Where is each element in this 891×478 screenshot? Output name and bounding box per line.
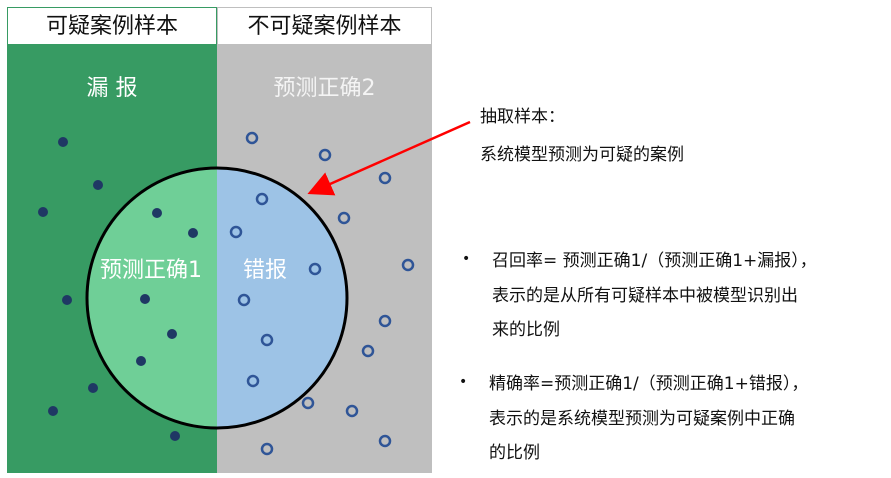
suspicious-sample-dot [93, 180, 103, 190]
suspicious-sample-dot [62, 295, 72, 305]
suspicious-sample-dot [188, 228, 198, 238]
non-suspicious-sample-ring [301, 396, 315, 410]
non-suspicious-sample-ring [308, 262, 322, 276]
suspicious-sample-dot [167, 329, 177, 339]
suspicious-sample-dot [170, 431, 180, 441]
bullet-dot: • [462, 251, 471, 267]
non-suspicious-sample-ring [260, 442, 274, 456]
suspicious-sample-dot [58, 137, 68, 147]
non-suspicious-sample-ring [337, 211, 351, 225]
non-suspicious-sample-ring [260, 333, 274, 347]
bullet-dot: • [459, 374, 468, 390]
true-positive-area [87, 168, 217, 428]
non-suspicious-sample-ring [401, 258, 415, 272]
non-suspicious-sample-ring [378, 314, 392, 328]
non-suspicious-sample-ring [245, 131, 259, 145]
non-suspicious-sample-ring [229, 225, 243, 239]
suspicious-sample-dot [48, 406, 58, 416]
recall-line2: 表示的是从所有可疑样本中被模型识别出 [492, 286, 798, 306]
precision-line3: 的比例 [489, 443, 540, 463]
header-not-suspicious: 不可疑案例样本 [217, 7, 432, 45]
false-positive-area [217, 168, 347, 428]
non-suspicious-sample-ring [378, 434, 392, 448]
predicted-suspicious-circle [85, 166, 349, 430]
non-suspicious-sample-ring [318, 148, 332, 162]
label-true-positive: 预测正确1 [100, 258, 202, 283]
non-suspicious-sample-ring [255, 192, 269, 206]
header-suspicious: 可疑案例样本 [7, 7, 217, 45]
precision-line1: 精确率=预测正确1/（预测正确1+错报）， [489, 374, 809, 394]
non-suspicious-sample-ring [378, 171, 392, 185]
annotation-title: 抽取样本： [480, 107, 565, 127]
precision-line2: 表示的是系统模型预测为可疑案例中正确 [489, 409, 795, 429]
suspicious-sample-dot [38, 207, 48, 217]
recall-line3: 来的比例 [492, 320, 560, 340]
annotation-desc: 系统模型预测为可疑的案例 [480, 145, 684, 165]
arrow-icon [307, 120, 471, 196]
suspicious-sample-dot [140, 294, 150, 304]
label-true-negative: 预测正确2 [273, 76, 376, 101]
label-false-positive: 错报 [243, 258, 288, 283]
non-suspicious-sample-ring [246, 374, 260, 388]
suspicious-sample-dot [88, 383, 98, 393]
non-suspicious-sample-ring [361, 344, 375, 358]
suspicious-sample-dot [136, 356, 146, 366]
recall-line1: 召回率= 预测正确1/（预测正确1+漏报）， [492, 251, 817, 271]
suspicious-sample-dot [152, 208, 162, 218]
label-false-negative: 漏 报 [86, 76, 138, 101]
non-suspicious-sample-ring [237, 293, 251, 307]
non-suspicious-sample-ring [345, 404, 359, 418]
